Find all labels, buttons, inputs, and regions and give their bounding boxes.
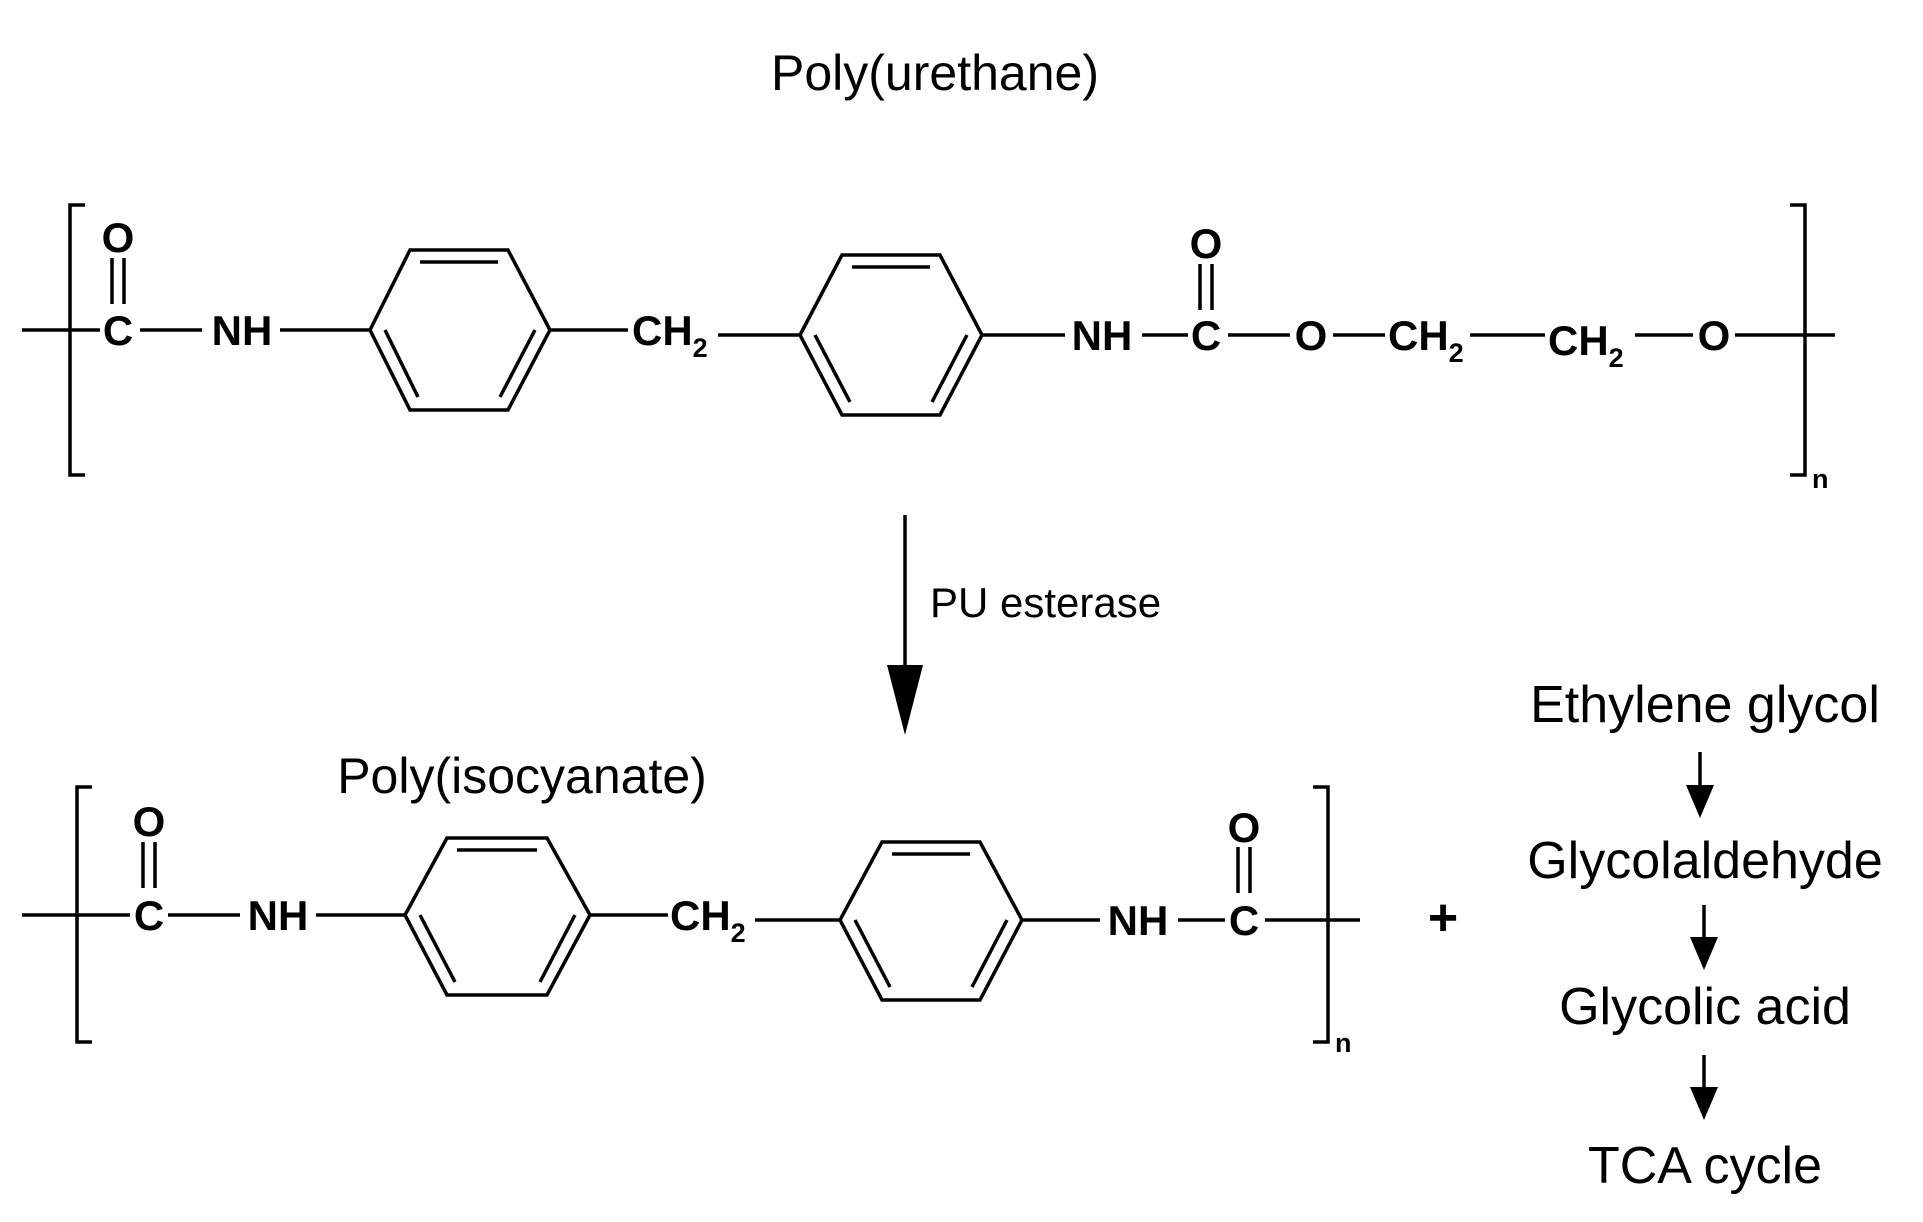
- top-carbonyl-oxygen-2: O: [1190, 220, 1223, 267]
- bottom-amine-2: NH: [1108, 897, 1169, 944]
- top-ester-oxygen-2: O: [1698, 312, 1731, 359]
- top-amine-1: NH: [212, 307, 273, 354]
- pathway-arrow-1: [1686, 752, 1714, 818]
- top-methylene-bridge: CH2: [632, 307, 708, 363]
- top-carbonyl-carbon-1: C: [103, 307, 133, 354]
- top-amine-2: NH: [1072, 312, 1133, 359]
- pathway-step-4: TCA cycle: [1588, 1137, 1822, 1195]
- top-ethylene-ch2-a: CH2: [1388, 312, 1464, 368]
- enzyme-label: PU esterase: [930, 579, 1161, 626]
- bottom-amine-1: NH: [248, 892, 309, 939]
- pathway-arrow-2: [1690, 905, 1718, 970]
- bottom-carbonyl-carbon-2: C: [1229, 897, 1259, 944]
- bottom-carbonyl-carbon-1: C: [134, 892, 164, 939]
- top-carbonyl-oxygen-1: O: [102, 214, 135, 261]
- top-carbonyl-carbon-2: C: [1191, 312, 1221, 359]
- bottom-right-bracket: [1313, 785, 1330, 1044]
- pathway-step-3: Glycolic acid: [1559, 978, 1851, 1036]
- top-ester-oxygen-1: O: [1295, 312, 1328, 359]
- bottom-methylene-bridge: CH2: [670, 892, 746, 948]
- top-left-bracket: [68, 203, 85, 477]
- pathway-step-1: Ethylene glycol: [1530, 676, 1880, 734]
- top-right-bracket: [1790, 203, 1807, 477]
- reaction-arrow: [887, 515, 923, 735]
- plus-sign: +: [1428, 889, 1458, 947]
- top-repeat-index: n: [1812, 464, 1829, 494]
- pathway-step-2: Glycolaldehyde: [1527, 832, 1883, 890]
- bottom-carbonyl-oxygen-1: O: [133, 798, 166, 845]
- polyisocyanate-title: Poly(isocyanate): [337, 748, 707, 804]
- bottom-carbonyl-oxygen-2: O: [1228, 804, 1261, 851]
- bottom-chain-bonds: [22, 836, 1360, 1002]
- pathway-arrow-3: [1690, 1055, 1718, 1120]
- top-chain-bonds: [22, 248, 1835, 417]
- top-ethylene-ch2-b: CH2: [1548, 317, 1624, 373]
- polyurethane-title: Poly(urethane): [771, 45, 1099, 101]
- bottom-repeat-index: n: [1335, 1028, 1352, 1058]
